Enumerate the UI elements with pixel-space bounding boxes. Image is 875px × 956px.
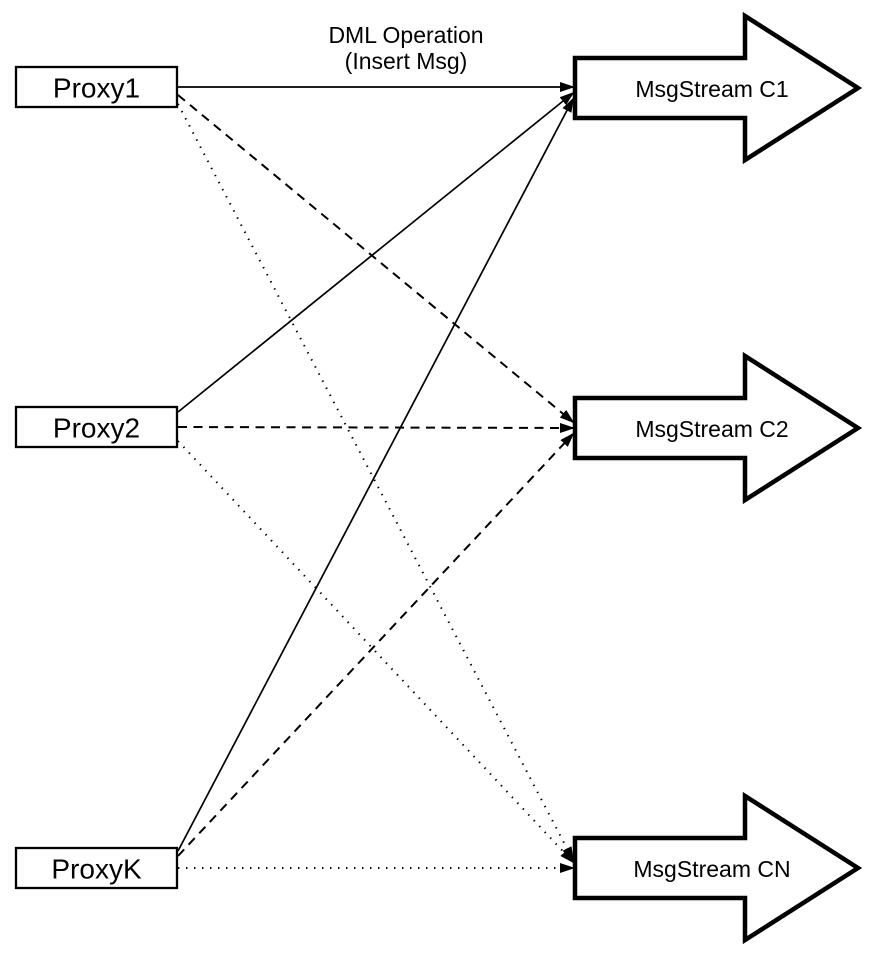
proxy-box-proxyk [14,846,179,890]
stream-label-c2: MsgStream C2 [635,416,788,442]
proxy-box-proxy1 [14,65,179,109]
edge-dotted-proxy1-cn [177,103,574,862]
proxy-box-proxy2 [14,405,179,449]
stream-label-cn: MsgStream CN [633,856,790,882]
edge-dashed-proxy1-c2 [177,94,575,424]
stream-node-cn: MsgStream CN [572,791,863,945]
stream-arrow-shape-c1 [572,11,863,165]
edge-solid-proxy2-c1 [177,91,575,413]
proxy-label-proxy1: Proxy1 [53,73,140,104]
title-line-2: (Insert Msg) [345,48,468,74]
edge-dashed-proxy2-c2 [177,422,575,433]
stream-arrow-shape-c2 [572,351,863,505]
proxy-node-proxy1: Proxy1 [14,65,179,109]
edge-dashed-proxyk-c2 [177,432,575,857]
proxy-node-proxy2: Proxy2 [14,405,179,449]
stream-label-c1: MsgStream C1 [635,76,788,102]
stream-node-c2: MsgStream C2 [572,351,863,505]
stream-arrow-shape-cn [572,791,863,945]
title-line-1: DML Operation [328,22,483,48]
proxy-label-proxyk: ProxyK [51,854,142,885]
proxy-node-proxyk: ProxyK [14,846,179,890]
edge-solid-proxyk-c1 [177,97,574,852]
edge-dotted-proxy2-cn [177,440,575,864]
proxy-label-proxy2: Proxy2 [53,413,140,444]
stream-node-c1: MsgStream C1 [572,11,863,165]
